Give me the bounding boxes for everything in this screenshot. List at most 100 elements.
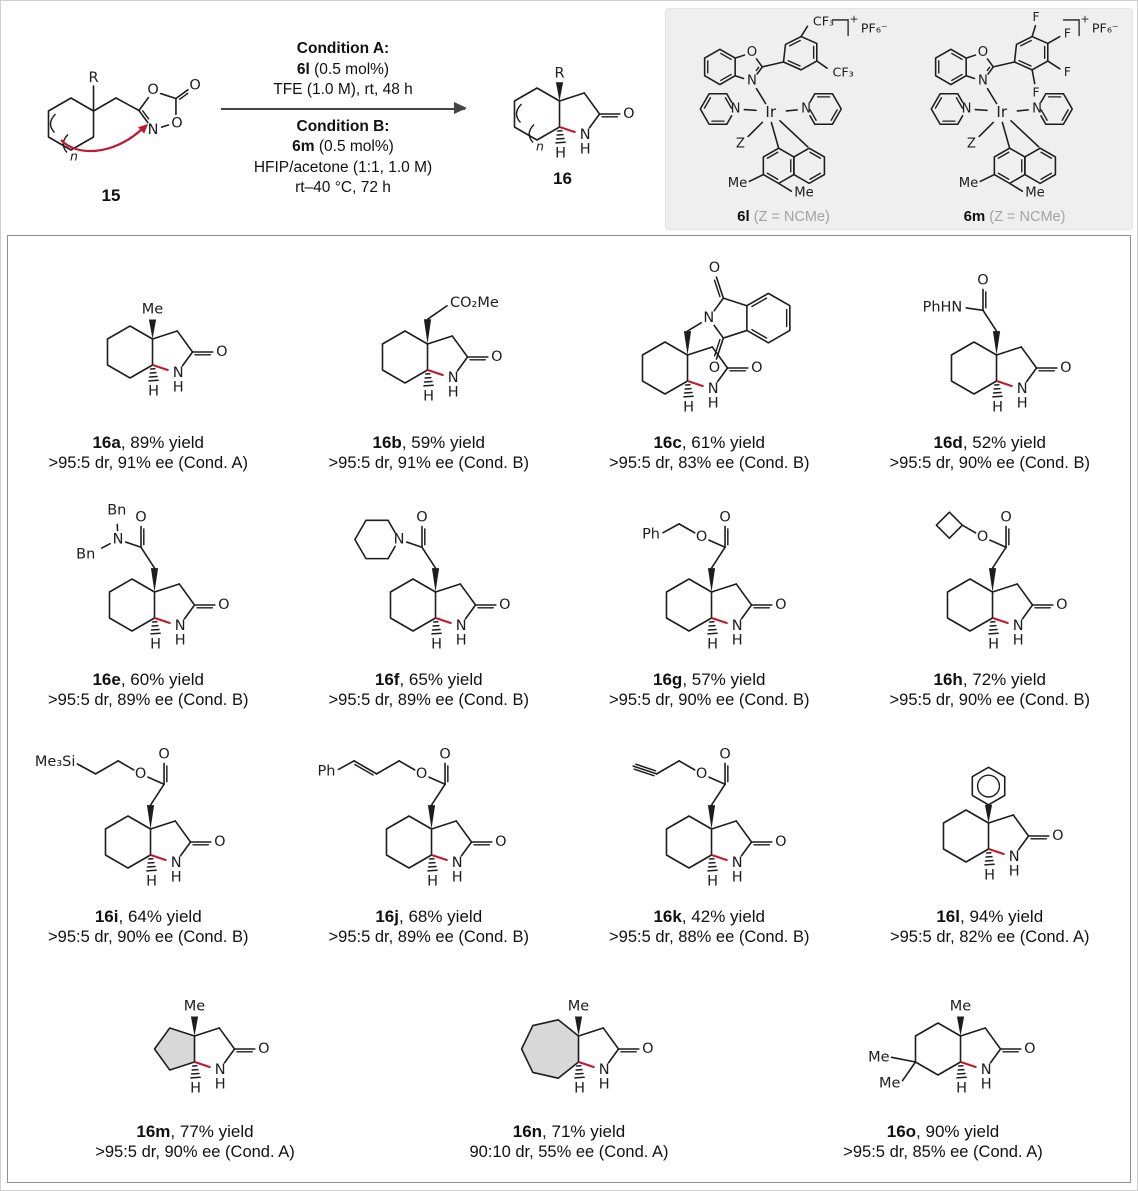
svg-text:N: N <box>730 101 740 116</box>
yield-value: 65% yield <box>408 670 483 689</box>
svg-text:Z: Z <box>966 137 975 152</box>
svg-text:H: H <box>1017 396 1028 412</box>
svg-text:H: H <box>981 1077 992 1093</box>
svg-text:H: H <box>150 637 161 653</box>
svg-text:Z: Z <box>735 137 744 152</box>
svg-text:O: O <box>642 1041 653 1057</box>
compound-id: 16a <box>92 433 121 452</box>
svg-text:Me: Me <box>568 999 590 1015</box>
caption-16e: 16e, 60% yield <box>8 670 289 690</box>
yield-value: 57% yield <box>691 670 766 689</box>
svg-text:O: O <box>136 509 147 525</box>
svg-text:N: N <box>1009 849 1020 865</box>
caption-16j: 16j, 68% yield <box>289 907 570 927</box>
compound-id: 16l <box>936 907 960 926</box>
yield-value: 90% yield <box>925 1122 1000 1141</box>
svg-text:H: H <box>580 142 591 158</box>
catalyst-6l-caption: 6l (Z = NCMe) <box>668 208 899 225</box>
condition-a-title: Condition A: <box>296 40 390 58</box>
svg-text:H: H <box>1013 633 1024 649</box>
yield-value: 68% yield <box>408 907 483 926</box>
svg-text:Bn: Bn <box>76 546 95 562</box>
stereo-line: >95:5 dr, 91% ee (Cond. A) <box>48 454 248 472</box>
svg-text:Ph: Ph <box>317 763 335 779</box>
caption-16n: 16n, 71% yield <box>382 1122 756 1142</box>
stereo-line: >95:5 dr, 90% ee (Cond. B) <box>609 691 810 709</box>
caption-16c: 16c, 61% yield <box>569 433 850 453</box>
svg-text:N: N <box>215 1062 226 1078</box>
svg-text:H: H <box>423 389 434 405</box>
svg-text:H: H <box>988 637 999 653</box>
caption-16h: 16h, 72% yield <box>850 670 1131 690</box>
svg-text:H: H <box>215 1077 226 1093</box>
svg-text:Me: Me <box>1025 186 1045 201</box>
caption-16k: 16k, 42% yield <box>569 907 850 927</box>
svg-text:H: H <box>148 384 159 400</box>
svg-text:n: n <box>536 139 544 154</box>
condition-a-loading: (0.5 mol%) <box>309 60 390 78</box>
stereo-line: >95:5 dr, 83% ee (Cond. B) <box>609 454 810 472</box>
svg-text:N: N <box>1032 101 1042 116</box>
caption-16l: 16l, 94% yield <box>850 907 1131 927</box>
svg-text:+: + <box>1080 12 1089 25</box>
yield-value: 89% yield <box>130 433 205 452</box>
svg-text:H: H <box>146 874 157 890</box>
svg-text:N: N <box>961 101 971 116</box>
svg-text:N: N <box>704 310 715 326</box>
svg-text:N: N <box>599 1062 610 1078</box>
svg-text:Me: Me <box>958 176 978 191</box>
yield-value: 61% yield <box>691 433 766 452</box>
stereo-line: >95:5 dr, 89% ee (Cond. B) <box>48 691 249 709</box>
stereo-line: >95:5 dr, 88% ee (Cond. B) <box>609 928 810 946</box>
condition-b-loading: (0.5 mol%) <box>314 138 394 156</box>
svg-text:N: N <box>175 618 186 634</box>
yield-value: 94% yield <box>969 907 1044 926</box>
caption-separator: , <box>681 433 692 452</box>
svg-text:R: R <box>88 70 98 86</box>
caption-separator: , <box>398 907 409 926</box>
yield-value: 77% yield <box>179 1122 254 1141</box>
svg-text:+: + <box>849 12 858 25</box>
svg-text:H: H <box>448 385 459 401</box>
caption-separator: , <box>542 1122 552 1141</box>
svg-text:H: H <box>956 1081 967 1097</box>
catalyst-6m-ref: 6m <box>292 138 315 156</box>
svg-text:N: N <box>448 370 459 386</box>
svg-text:H: H <box>452 870 463 886</box>
stereo-line: >95:5 dr, 90% ee (Cond. A) <box>95 1143 295 1161</box>
svg-text:PhHN: PhHN <box>922 300 962 316</box>
condition-a-catalyst-line: 6l (0.5 mol%) <box>217 60 469 80</box>
yield-value: 71% yield <box>551 1122 626 1141</box>
svg-text:O: O <box>977 272 988 288</box>
caption-separator: , <box>401 433 412 452</box>
caption-16d: 16d, 52% yield <box>850 433 1131 453</box>
svg-text:H: H <box>992 400 1003 416</box>
svg-text:N: N <box>173 365 184 381</box>
svg-text:Ir: Ir <box>765 103 776 121</box>
svg-text:O: O <box>1056 597 1067 613</box>
svg-text:H: H <box>984 868 995 884</box>
svg-text:H: H <box>732 870 743 886</box>
svg-text:H: H <box>456 633 467 649</box>
